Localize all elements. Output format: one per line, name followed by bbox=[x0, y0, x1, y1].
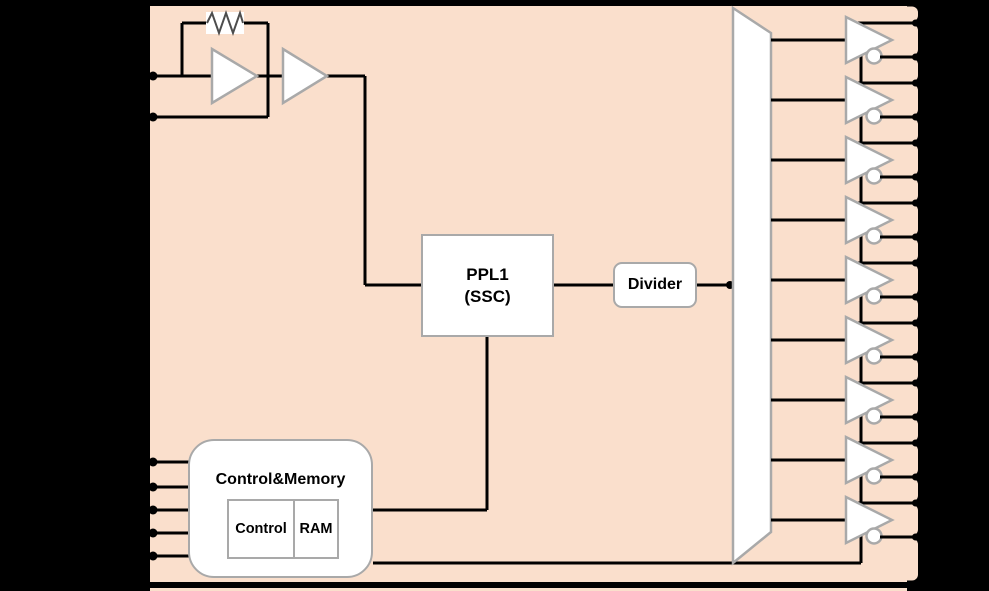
inverter-bubble-icon bbox=[865, 107, 883, 125]
pin-dot bbox=[148, 457, 158, 467]
edge-pin-dot bbox=[912, 353, 919, 361]
edge-pin-dot bbox=[912, 233, 919, 241]
chip-edge-tab bbox=[898, 358, 918, 382]
chip-edge-tab bbox=[898, 444, 918, 476]
chip-edge-tab bbox=[898, 58, 918, 82]
xtal-buffer-icon bbox=[210, 46, 260, 106]
pll-block: PPL1 (SSC) bbox=[421, 234, 554, 337]
chip-edge-tab bbox=[898, 84, 918, 116]
pin-dot bbox=[148, 71, 158, 81]
chip-edge-tab bbox=[898, 6, 918, 22]
chip-edge-tab bbox=[898, 24, 918, 56]
control-cell: Control bbox=[235, 521, 287, 537]
inverter-bubble-icon bbox=[865, 167, 883, 185]
pin-dot bbox=[148, 482, 158, 492]
inverter-bubble-icon bbox=[865, 407, 883, 425]
fanout-trapezoid-shape bbox=[731, 5, 773, 566]
edge-pin-dot bbox=[912, 499, 919, 507]
chip-edge-tab bbox=[898, 478, 918, 502]
xtal-buffer-icon bbox=[281, 46, 330, 106]
pin-dot bbox=[148, 505, 158, 515]
edge-pin-dot bbox=[912, 139, 919, 147]
inverter-bubble-icon bbox=[865, 47, 883, 65]
pin-dot bbox=[148, 112, 158, 122]
edge-pin-dot bbox=[912, 473, 919, 481]
chip-edge-tab bbox=[898, 118, 918, 142]
resistor-icon bbox=[206, 9, 244, 37]
chip-edge-tab bbox=[898, 264, 918, 296]
chip-edge-tab bbox=[898, 144, 918, 176]
pin-dot bbox=[148, 528, 158, 538]
pll-label-line2: (SSC) bbox=[464, 286, 511, 306]
inverter-bubble-icon bbox=[865, 227, 883, 245]
edge-pin-dot bbox=[912, 293, 919, 301]
chip-edge-tab bbox=[898, 538, 918, 581]
divider-block: Divider bbox=[613, 262, 697, 308]
pll-label-line1: PPL1 bbox=[466, 264, 509, 284]
edge-pin-dot bbox=[912, 199, 919, 207]
edge-pin-dot bbox=[912, 413, 919, 421]
divider-label: Divider bbox=[627, 276, 683, 293]
chip-edge-tab bbox=[898, 384, 918, 416]
edge-pin-dot bbox=[912, 19, 919, 27]
chip-edge-tab bbox=[898, 504, 918, 536]
inverter-bubble-icon bbox=[865, 347, 883, 365]
pin-dot bbox=[148, 551, 158, 561]
edge-pin-dot bbox=[912, 379, 919, 387]
chip-edge-tab bbox=[898, 298, 918, 322]
chip-edge-tab bbox=[898, 178, 918, 202]
edge-pin-dot bbox=[912, 79, 919, 87]
control-memory-table: Control RAM bbox=[227, 499, 339, 559]
control-memory-title: Control&Memory bbox=[215, 471, 346, 488]
inverter-bubble-icon bbox=[865, 287, 883, 305]
edge-pin-dot bbox=[912, 533, 919, 541]
edge-pin-dot bbox=[912, 113, 919, 121]
edge-pin-dot bbox=[912, 259, 919, 267]
inverter-bubble-icon bbox=[865, 527, 883, 545]
inverter-bubble-icon bbox=[865, 467, 883, 485]
edge-pin-dot bbox=[912, 439, 919, 447]
chip-edge-tab bbox=[898, 204, 918, 236]
control-memory-block: Control&Memory Control RAM bbox=[188, 439, 373, 578]
chip-edge-tab bbox=[898, 324, 918, 356]
edge-pin-dot bbox=[912, 319, 919, 327]
chip-edge-tab bbox=[898, 418, 918, 442]
ram-cell: RAM bbox=[293, 501, 337, 557]
edge-pin-dot bbox=[912, 53, 919, 61]
chip-edge-tab bbox=[898, 238, 918, 262]
edge-pin-dot bbox=[912, 173, 919, 181]
